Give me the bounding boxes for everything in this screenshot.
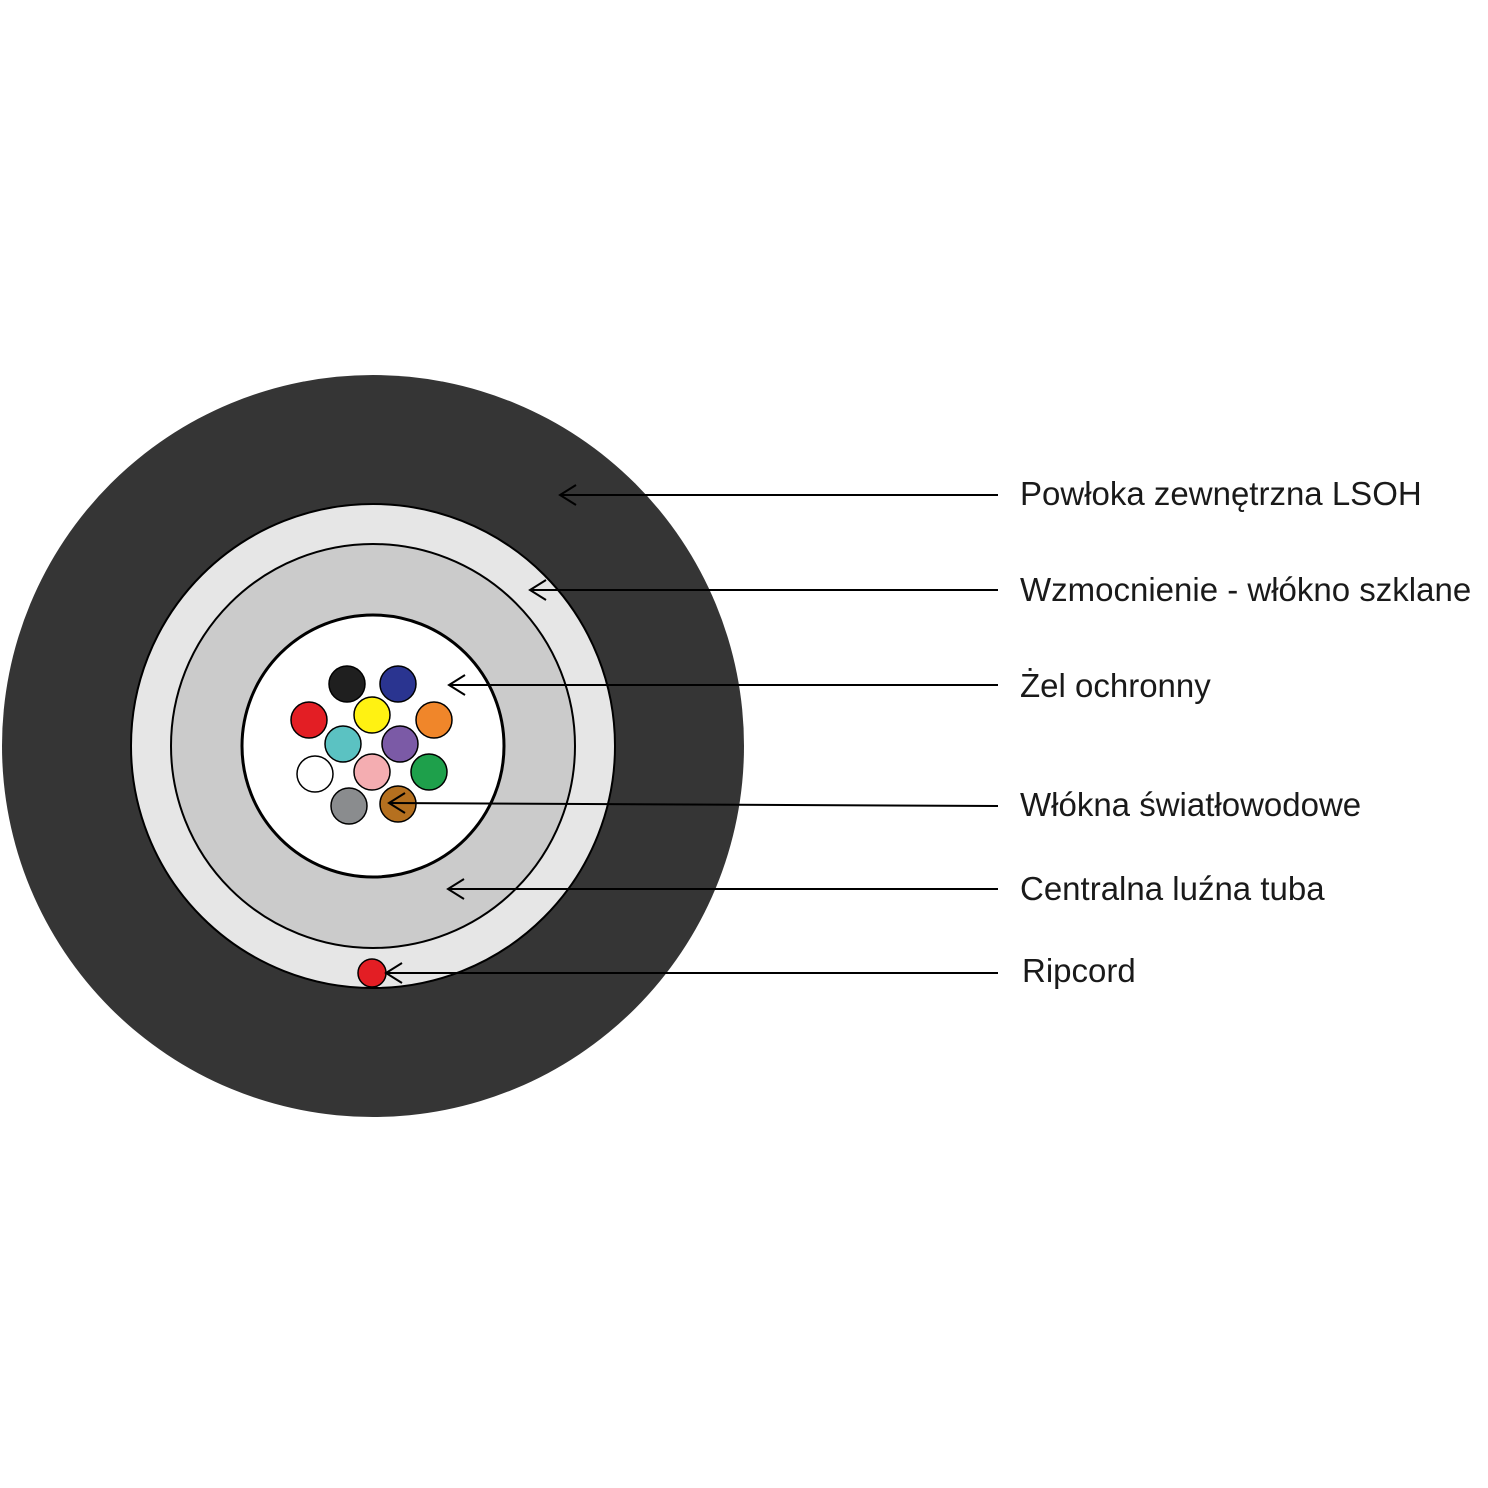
callout-loose-tube: Centralna luźna tuba	[446, 870, 1325, 907]
fiber-black	[328, 665, 366, 703]
leader-line-fibers	[388, 802, 999, 807]
callout-outer-jacket: Powłoka zewnętrzna LSOH	[558, 475, 1422, 512]
fiber-violet	[381, 725, 419, 763]
fiber-yellow	[353, 696, 391, 734]
label-loose-tube: Centralna luźna tuba	[1020, 870, 1325, 907]
arrowhead-gel	[447, 674, 466, 696]
fiber-blue	[379, 665, 417, 703]
fiber-green	[410, 753, 448, 791]
arrowhead-loose-tube	[446, 878, 465, 900]
label-strength-member: Wzmocnienie - włókno szklane	[1020, 571, 1471, 608]
callout-strength-member: Wzmocnienie - włókno szklane	[528, 571, 1471, 608]
label-outer-jacket: Powłoka zewnętrzna LSOH	[1020, 475, 1422, 512]
fiber-aqua	[324, 725, 362, 763]
callout-gel: Żel ochronny	[447, 667, 1211, 704]
fiber-slate	[330, 787, 368, 825]
callout-fibers: Włókna światłowodowe	[387, 786, 1361, 823]
arrowhead-fibers	[387, 792, 406, 814]
fiber-red	[290, 701, 328, 739]
label-fibers: Włókna światłowodowe	[1020, 786, 1361, 823]
arrowhead-ripcord	[384, 962, 403, 984]
fiber-white	[296, 755, 334, 793]
gel-core	[240, 613, 506, 879]
ripcord-strand	[357, 958, 387, 988]
label-ripcord: Ripcord	[1022, 952, 1136, 989]
arrowhead-strength-member	[528, 579, 547, 601]
label-gel: Żel ochronny	[1020, 667, 1211, 704]
arrowhead-outer-jacket	[558, 484, 577, 506]
callout-ripcord: Ripcord	[384, 952, 1136, 989]
fiber-orange	[415, 701, 453, 739]
fiber-rose	[353, 753, 391, 791]
